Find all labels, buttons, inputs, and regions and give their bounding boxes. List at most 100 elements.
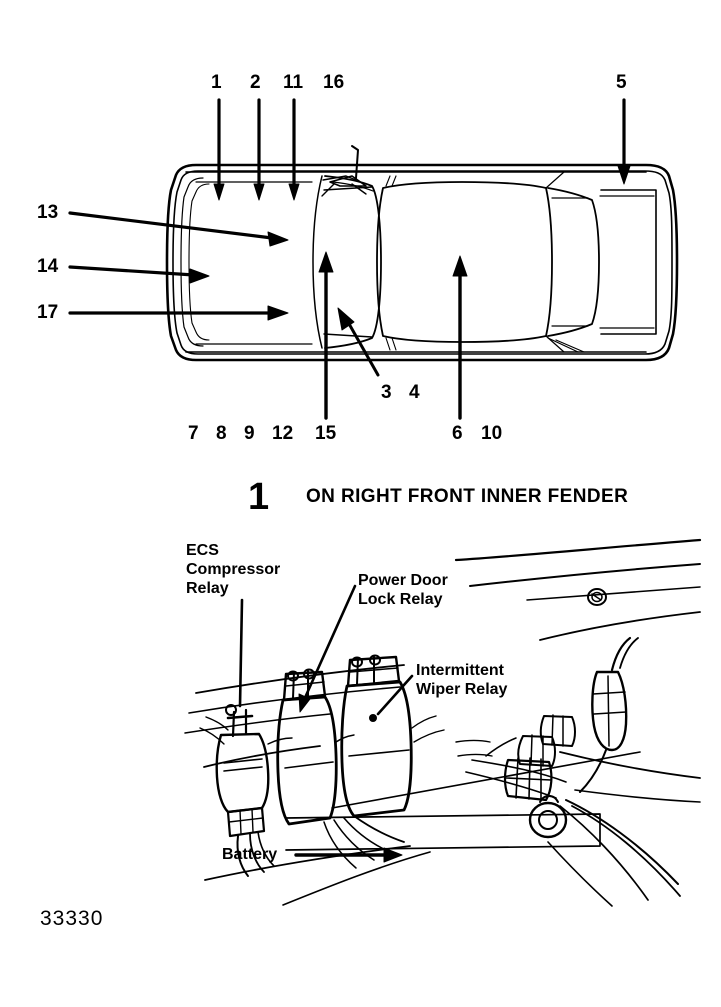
callout-17: 17 bbox=[37, 302, 59, 323]
ecs-compressor-relay-body bbox=[215, 704, 275, 877]
leader-13 bbox=[68, 211, 289, 247]
leader-15 bbox=[318, 251, 334, 420]
wire-run-6 bbox=[465, 771, 557, 799]
detail-callout-leaders bbox=[238, 584, 414, 863]
roof-seam-top bbox=[385, 175, 391, 187]
callout-6: 6 bbox=[452, 423, 463, 444]
car-body-outline bbox=[165, 163, 679, 362]
leader-5 bbox=[617, 98, 631, 185]
wire-run-3 bbox=[559, 805, 649, 901]
wire-run-4 bbox=[547, 841, 613, 907]
detail-hatch-6 bbox=[413, 729, 445, 743]
leader-14 bbox=[68, 265, 210, 284]
hood-rear-edge bbox=[312, 175, 323, 349]
detail-hatch-5 bbox=[411, 715, 437, 729]
wire-run-5 bbox=[471, 759, 567, 783]
rear-quarter-shutline-a bbox=[547, 337, 579, 353]
car-body-inner-outline bbox=[172, 170, 673, 355]
label-ecs-compressor-relay: ECS Compressor Relay bbox=[186, 542, 281, 597]
leader-ecs-compressor-relay bbox=[238, 598, 244, 708]
callout-7: 7 bbox=[188, 423, 199, 444]
fender-right-sweep bbox=[559, 751, 701, 779]
fender-bolt-icon bbox=[587, 588, 607, 606]
leader-3 bbox=[337, 307, 380, 377]
fender-right-sweep-2 bbox=[574, 789, 701, 803]
leader-17 bbox=[68, 305, 289, 321]
figure-id: 33330 bbox=[40, 907, 104, 930]
fender-upper-rail-3 bbox=[526, 586, 701, 601]
callout-14: 14 bbox=[37, 256, 59, 277]
roof-seam-top-2 bbox=[391, 175, 397, 187]
figure-caption-text: ON RIGHT FRONT INNER FENDER bbox=[306, 486, 629, 507]
wire-run-2 bbox=[571, 805, 681, 897]
callout-15: 15 bbox=[315, 423, 337, 444]
callout-10: 10 bbox=[481, 423, 503, 444]
car-body-front-contour-2 bbox=[188, 183, 210, 341]
leader-battery bbox=[294, 847, 403, 863]
fender-lower-fold bbox=[203, 745, 321, 768]
harness-strand-3 bbox=[333, 819, 375, 861]
fender-bottom-edge-2 bbox=[282, 851, 431, 906]
leader-11 bbox=[288, 98, 300, 201]
leader-2 bbox=[253, 98, 265, 201]
leader-6 bbox=[452, 255, 468, 420]
harness-strand-1 bbox=[353, 815, 405, 843]
trunk-panel bbox=[600, 189, 657, 335]
detail-hatch-4 bbox=[335, 734, 355, 743]
detail-hatch-9 bbox=[485, 737, 517, 757]
figure-caption-number: 1 bbox=[248, 476, 270, 518]
cowl-line-top bbox=[323, 186, 373, 191]
callout-12: 12 bbox=[272, 423, 294, 444]
wire-run-1 bbox=[565, 799, 679, 885]
left-a-pillar-crease bbox=[322, 175, 357, 181]
callout-2: 2 bbox=[250, 72, 261, 93]
detail-hatch-2 bbox=[199, 727, 225, 745]
cowl-hinge-detail bbox=[321, 183, 367, 197]
callout-5: 5 bbox=[616, 72, 627, 93]
car-body-front-contour bbox=[180, 177, 204, 347]
callout-3: 3 bbox=[381, 382, 392, 403]
inline-connector-barrel bbox=[579, 636, 639, 793]
label-power-door-lock-relay: Power Door Lock Relay bbox=[358, 572, 448, 608]
wiper-arm-detail bbox=[351, 145, 359, 179]
callout-13: 13 bbox=[37, 202, 59, 223]
intermittent-wiper-relay-body bbox=[340, 654, 413, 818]
fender-upper-rail-2 bbox=[469, 563, 701, 587]
callout-leaders bbox=[68, 98, 631, 420]
harness-connector-cluster bbox=[503, 714, 576, 839]
callout-8: 8 bbox=[216, 423, 227, 444]
leader-intermittent-wiper-relay bbox=[376, 674, 414, 716]
roof-seam-bottom-2 bbox=[391, 337, 397, 351]
fender-big-diagonal bbox=[331, 751, 641, 809]
callout-4: 4 bbox=[409, 382, 420, 403]
trunk-edge-line bbox=[599, 195, 655, 329]
roof-seam-bottom bbox=[385, 337, 391, 351]
label-battery: Battery bbox=[222, 846, 278, 863]
detail-hatch-3 bbox=[267, 737, 293, 745]
cowl-sheet-line-left-3 bbox=[184, 713, 331, 734]
figure-caption: 1 ON RIGHT FRONT INNER FENDER bbox=[248, 476, 629, 518]
cowl-sheet-line-left bbox=[195, 664, 405, 694]
fender-upper-right-fold bbox=[539, 611, 701, 641]
leader-power-door-lock-relay bbox=[298, 584, 357, 713]
fender-bottom-edge bbox=[204, 845, 411, 881]
label-intermittent-wiper-relay: Intermittent Wiper Relay bbox=[416, 662, 508, 698]
harness-strand-2 bbox=[343, 817, 391, 853]
callout-1: 1 bbox=[211, 72, 222, 93]
cowl-vent-detail bbox=[329, 175, 367, 187]
callout-16: 16 bbox=[323, 72, 345, 93]
detail-hatch-1 bbox=[205, 716, 229, 731]
detail-hatch-8 bbox=[457, 753, 493, 757]
fender-upper-rail bbox=[454, 538, 702, 562]
detail-hatch-7 bbox=[455, 739, 491, 743]
harness-strand-4 bbox=[323, 821, 357, 869]
rear-window bbox=[547, 187, 600, 337]
callout-11: 11 bbox=[283, 72, 304, 93]
rear-door-shutline-top bbox=[545, 171, 565, 189]
leader-1 bbox=[213, 98, 225, 201]
callout-9: 9 bbox=[244, 423, 255, 444]
cowl-line-bottom bbox=[323, 333, 373, 338]
